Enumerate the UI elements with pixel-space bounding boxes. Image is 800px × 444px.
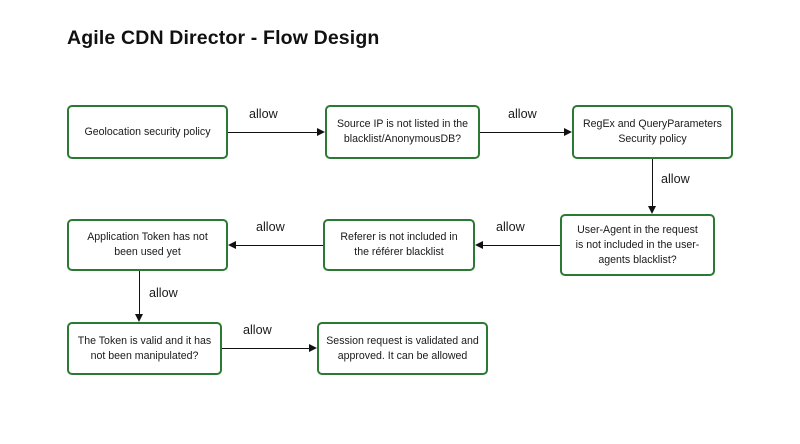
node-label: The Token is valid and it has not been m… (77, 334, 212, 362)
node-label: Referer is not included in the référer b… (340, 231, 458, 258)
node-application-token-unused[interactable]: Application Token has not been used yet (67, 219, 228, 271)
edge-label: allow (149, 286, 178, 300)
edge-line (483, 245, 560, 246)
arrowhead-right-icon (309, 343, 317, 352)
arrowhead-right-icon (317, 127, 325, 136)
edge-line (222, 348, 309, 349)
node-label: Source IP is not listed in the blacklist… (336, 118, 469, 145)
edge-label: allow (496, 220, 525, 234)
arrowhead-left-icon (475, 240, 483, 249)
edge-label: allow (256, 220, 285, 234)
edge-label: allow (243, 323, 272, 337)
node-label: Application Token has not been used yet (87, 231, 208, 258)
edge-label: allow (249, 107, 278, 121)
node-label: Geolocation security policy (84, 125, 211, 138)
arrowhead-right-icon (564, 127, 572, 136)
node-referer-blacklist-check[interactable]: Referer is not included in the référer b… (323, 219, 475, 271)
node-geolocation-security-policy[interactable]: Geolocation security policy (67, 105, 228, 159)
arrowhead-down-icon (647, 206, 656, 214)
edge-line (652, 159, 653, 206)
node-session-request-approved[interactable]: Session request is validated and approve… (317, 322, 488, 375)
node-user-agent-blacklist-check[interactable]: User-Agent in the request is not include… (560, 214, 715, 276)
node-label: RegEx and QueryParameters Security polic… (583, 118, 722, 145)
edge-line (228, 132, 317, 133)
arrowhead-down-icon (134, 314, 143, 322)
node-regex-queryparameters-policy[interactable]: RegEx and QueryParameters Security polic… (572, 105, 733, 159)
edge-line (236, 245, 323, 246)
node-token-valid-check[interactable]: The Token is valid and it has not been m… (67, 322, 222, 375)
edge-label: allow (508, 107, 537, 121)
node-label: Session request is validated and approve… (326, 334, 479, 362)
edge-label: allow (661, 172, 690, 186)
edge-line (139, 271, 140, 314)
edge-line (480, 132, 564, 133)
node-source-ip-blacklist-check[interactable]: Source IP is not listed in the blacklist… (325, 105, 480, 159)
arrowhead-left-icon (228, 240, 236, 249)
page-title: Agile CDN Director - Flow Design (67, 27, 380, 49)
node-label: User-Agent in the request is not include… (575, 223, 700, 266)
